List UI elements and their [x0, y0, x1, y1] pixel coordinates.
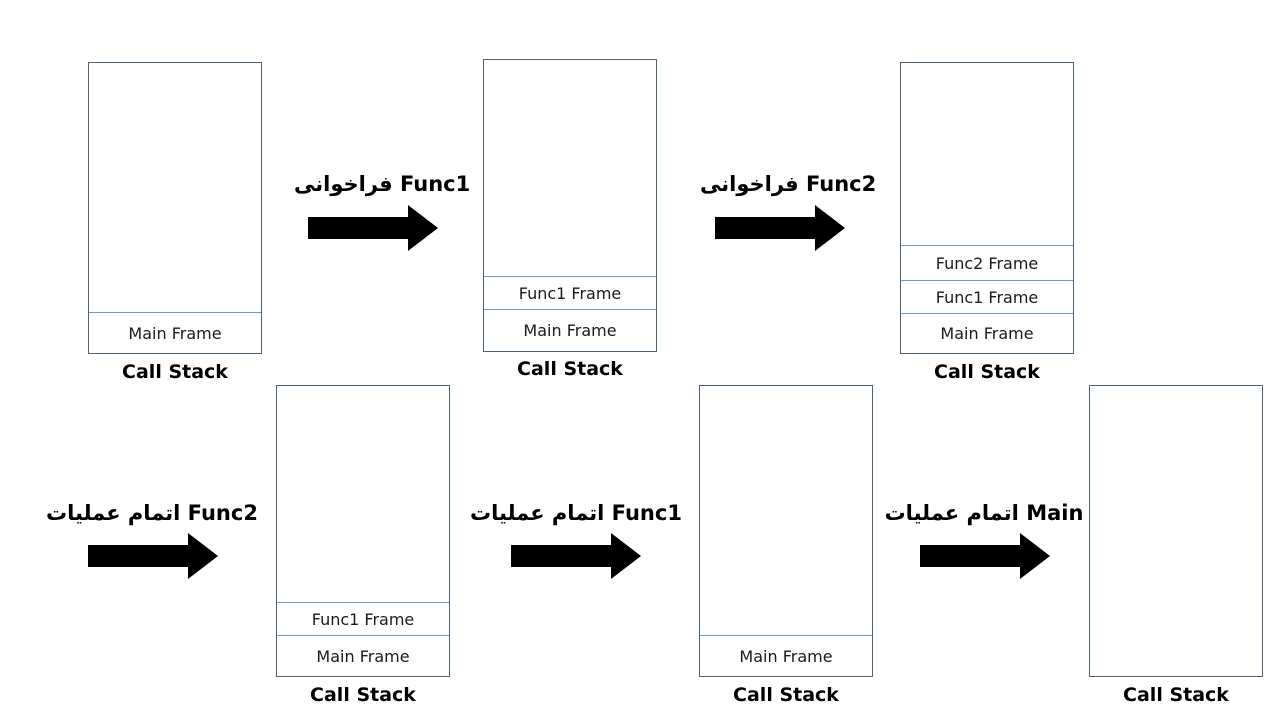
frame-label: Main Frame	[739, 646, 833, 666]
call-stack-6	[1089, 385, 1263, 677]
main-frame: Main Frame	[901, 313, 1073, 353]
call-stack-label: Call Stack	[517, 358, 623, 380]
frame-label: Func2 Frame	[935, 253, 1039, 273]
call-stack-label: Call Stack	[733, 684, 839, 706]
frame-label: Main Frame	[316, 646, 410, 666]
frame-label: Main Frame	[523, 321, 617, 340]
main-frame: Main Frame	[484, 309, 656, 351]
call-stack-label: Call Stack	[1123, 684, 1229, 706]
main-frame: Main Frame	[277, 635, 449, 676]
transition-caption: فراخوانی Func2	[700, 172, 877, 196]
frame-label: Func1 Frame	[518, 283, 622, 303]
call-stack-1: Main Frame	[88, 62, 262, 354]
frame-label: Main Frame	[940, 324, 1034, 343]
call-stack-3: Func2 Frame Func1 Frame Main Frame	[900, 62, 1074, 354]
call-stack-4: Func1 Frame Main Frame	[276, 385, 450, 677]
right-arrow-icon	[308, 205, 438, 251]
frame-label: Func1 Frame	[311, 609, 415, 629]
right-arrow-icon	[920, 533, 1050, 579]
main-frame: Main Frame	[700, 635, 872, 676]
transition-caption: اتمام عملیات Main	[884, 501, 1084, 525]
transition-caption: اتمام عملیات Func1	[470, 501, 682, 525]
func1-frame: Func1 Frame	[484, 276, 656, 309]
call-stack-5: Main Frame	[699, 385, 873, 677]
transition-caption: اتمام عملیات Func2	[46, 501, 258, 525]
right-arrow-icon	[88, 533, 218, 579]
call-stack-2: Func1 Frame Main Frame	[483, 59, 657, 352]
frame-label: Func1 Frame	[935, 287, 1039, 307]
func2-frame: Func2 Frame	[901, 245, 1073, 280]
main-frame: Main Frame	[89, 312, 261, 353]
right-arrow-icon	[715, 205, 845, 251]
transition-caption: فراخوانی Func1	[294, 172, 471, 196]
call-stack-label: Call Stack	[934, 361, 1040, 383]
frame-label: Main Frame	[128, 323, 222, 343]
func1-frame: Func1 Frame	[901, 280, 1073, 313]
right-arrow-icon	[511, 533, 641, 579]
func1-frame: Func1 Frame	[277, 602, 449, 635]
call-stack-label: Call Stack	[310, 684, 416, 706]
call-stack-label: Call Stack	[122, 361, 228, 383]
